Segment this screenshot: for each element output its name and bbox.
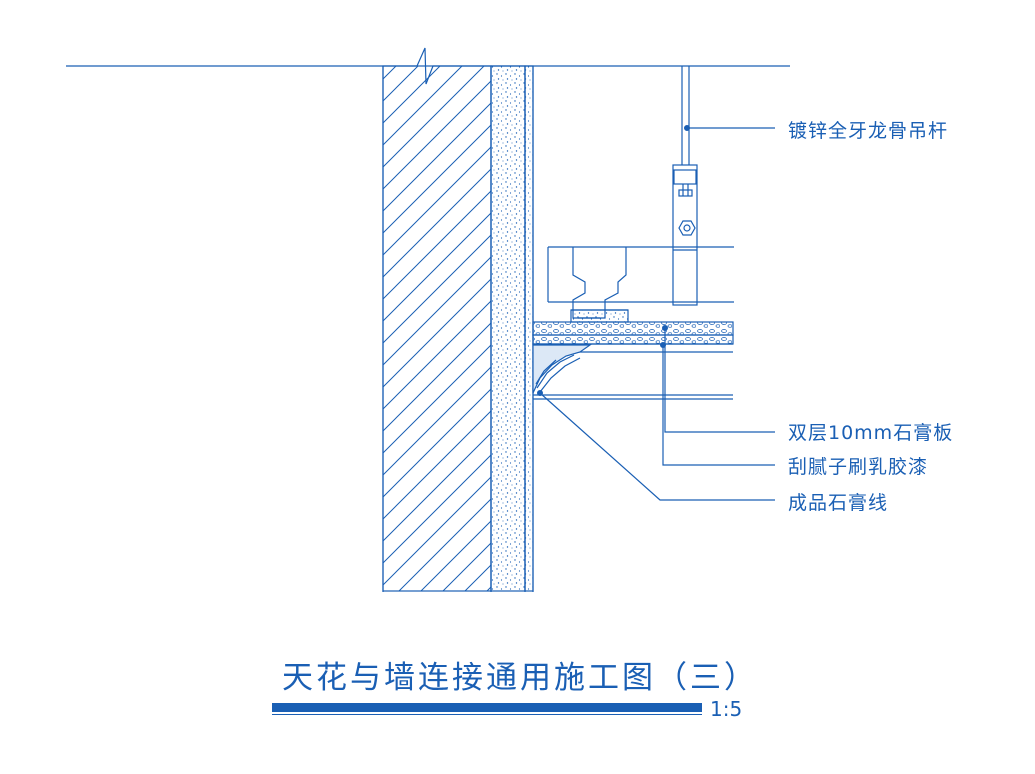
label-gypsum-line: 成品石膏线	[788, 492, 889, 514]
gypsum-board-1	[532, 321, 734, 336]
drawing-title: 天花与墙连接通用施工图（三）	[282, 660, 758, 696]
label-hanger-rod: 镀锌全牙龙骨吊杆	[788, 120, 949, 142]
gypsum-cornice	[532, 344, 592, 394]
label-putty-paint: 刮腻子刷乳胶漆	[788, 456, 929, 478]
wall-plaster	[490, 65, 526, 592]
hanger-clamp	[672, 164, 698, 306]
title-underline-thin	[272, 714, 702, 715]
leader-gypsum-board	[664, 328, 775, 433]
hex-nut	[678, 220, 696, 236]
leader-gypsum-line	[539, 392, 775, 501]
leader-putty-paint	[662, 345, 775, 466]
gypsum-board-2	[532, 334, 734, 345]
main-keel	[572, 247, 627, 319]
label-gypsum-board: 双层10mm石膏板	[788, 422, 954, 444]
title-underline-thick	[272, 703, 702, 712]
wall-hatch	[382, 65, 492, 592]
drawing-scale: 1:5	[710, 697, 743, 721]
